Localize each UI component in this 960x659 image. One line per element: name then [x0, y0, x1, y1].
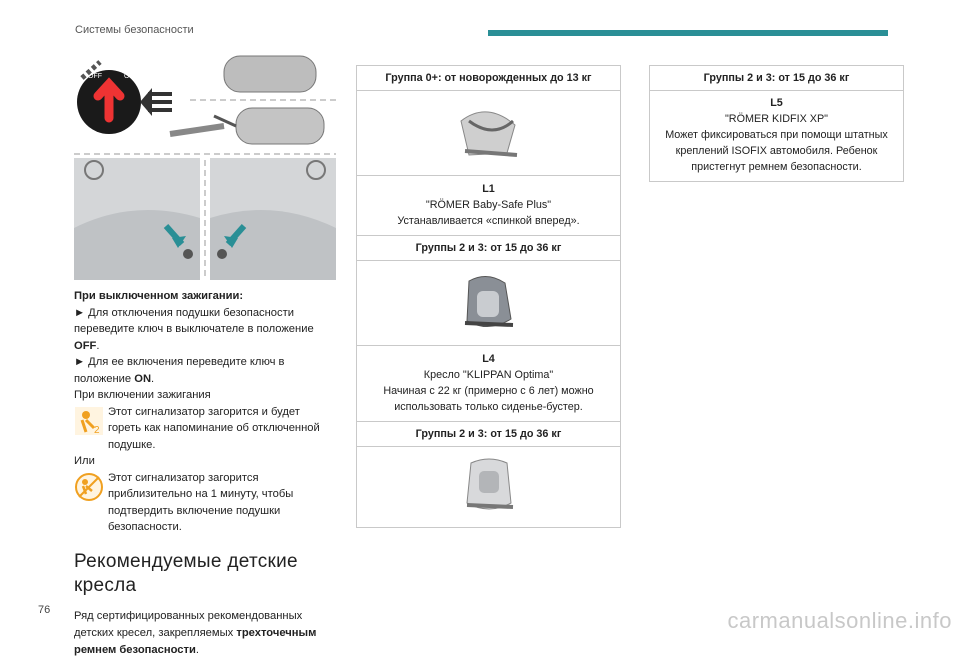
card-image	[357, 447, 620, 527]
seat-card-l4: Группы 2 и 3: от 15 до 36 кг L4 Кресло "…	[356, 235, 621, 422]
svg-text:ON: ON	[124, 73, 135, 80]
card-group: Группы 2 и 3: от 15 до 36 кг	[357, 422, 620, 447]
card-desc: Может фиксироваться при помощи штатных к…	[665, 129, 888, 173]
card-name: "RÖMER KIDFIX XP"	[724, 113, 829, 125]
infant-carrier-icon	[460, 111, 518, 157]
card-name: Кресло "KLIPPAN Optima"	[423, 369, 554, 381]
header-accent-bar	[488, 30, 888, 36]
card-desc: Устанавливается «спинкой вперед».	[397, 215, 580, 227]
recommended-title: Рекомендуемые детские кресла	[74, 550, 298, 596]
ignition-off-title: При выключенном зажигании:	[74, 290, 244, 302]
airbag-off-switch-icon: OFF ON	[77, 70, 141, 134]
seat-card-l1: Группа 0+: от новорожденных до 13 кг L1 …	[356, 65, 621, 236]
card-code: L1	[482, 183, 495, 195]
airbag-on-warning-icon	[75, 472, 103, 501]
airbag-off-warning-icon: 2	[75, 406, 103, 436]
indicator-row-on: Этот сигнализатор загорится приблизитель…	[74, 470, 336, 536]
card-name: "RÖMER Baby-Safe Plus"	[425, 199, 552, 211]
card-image	[357, 261, 620, 346]
svg-text:2: 2	[94, 425, 100, 436]
left-column: OFF ON	[74, 48, 336, 659]
or-text: Или	[74, 455, 95, 467]
child-seat-icon	[464, 276, 514, 327]
airbag-switch-figure: OFF ON	[74, 48, 336, 280]
ignition-on-intro: При включении зажигания	[74, 389, 211, 401]
bullet-deactivate: ► Для отключения подушки безопасности пе…	[74, 306, 314, 352]
card-image	[357, 91, 620, 176]
svg-text:OFF: OFF	[88, 73, 102, 80]
seat-card-l5: Группы 2 и 3: от 15 до 36 кг L5 "RÖMER K…	[649, 65, 904, 182]
passenger-airbag-label-icon	[74, 158, 336, 280]
header-title: Системы безопасности	[75, 24, 194, 36]
card-code: L4	[482, 353, 495, 365]
card-code: L5	[770, 97, 783, 109]
card-desc: Начиная с 22 кг (примерно с 6 лет) можно…	[383, 385, 594, 413]
card-group: Группа 0+: от новорожденных до 13 кг	[357, 66, 620, 91]
airbag-switch-illustration: OFF ON	[74, 55, 336, 280]
card-group: Группы 2 и 3: от 15 до 36 кг	[650, 66, 903, 91]
arrow-icon	[80, 60, 172, 116]
booster-seat-icon	[466, 458, 514, 510]
card-group: Группы 2 и 3: от 15 до 36 кг	[357, 236, 620, 261]
indicator-row-off: 2 Этот сигнализатор загорится и будет го…	[74, 404, 336, 454]
bullet-activate: ► Для ее включения переведите ключ в пол…	[74, 356, 285, 385]
indicator-off-text: Этот сигнализатор загорится и будет горе…	[108, 405, 320, 451]
seat-card-booster: Группы 2 и 3: от 15 до 36 кг	[356, 421, 621, 528]
page-number: 76	[38, 604, 51, 616]
indicator-on-text: Этот сигнализатор загорится приблизитель…	[108, 471, 294, 534]
car-key-icon	[169, 55, 325, 145]
recommended-text: Ряд сертифицированных рекомендованных де…	[74, 609, 317, 656]
watermark: carmanualsonline.info	[727, 608, 952, 633]
